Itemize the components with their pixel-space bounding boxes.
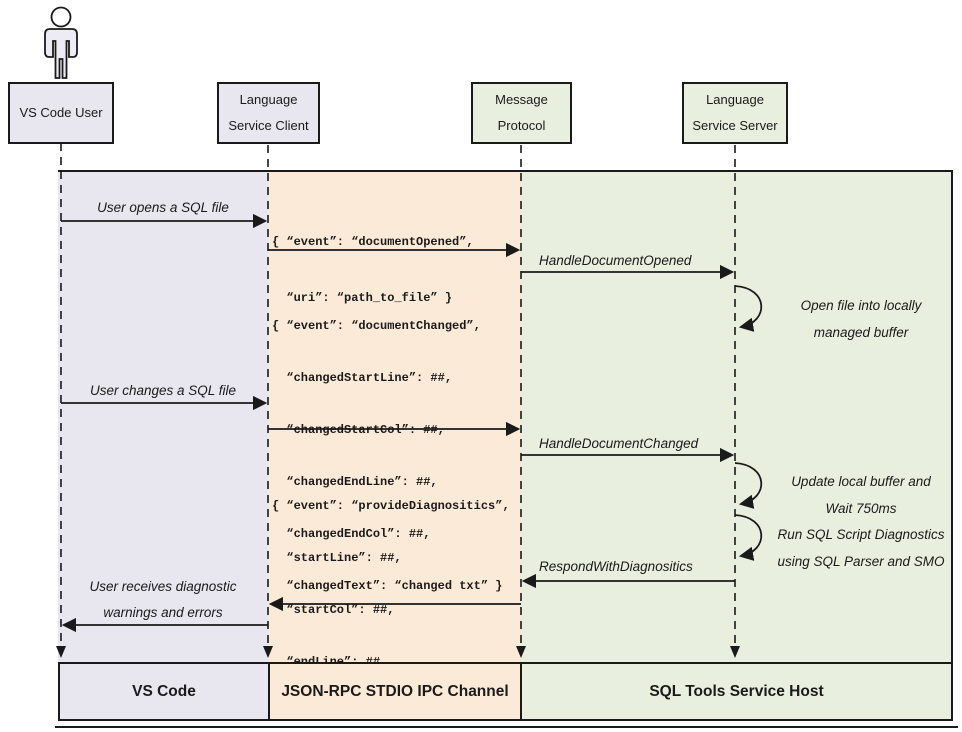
diagram-right-border <box>951 170 953 662</box>
actor-label: Message <box>495 92 548 107</box>
footer-box-service-host: SQL Tools Service Host <box>520 664 951 719</box>
lane-vscode <box>58 171 268 662</box>
payload-document-changed: { “event”: “documentChanged”, “changedSt… <box>272 319 503 593</box>
actor-label: VS Code User <box>19 105 103 120</box>
actor-box-message-protocol: Message Protocol <box>471 82 572 144</box>
note-run-diagnostics: Run SQL Script Diagnostics using SQL Par… <box>777 527 945 569</box>
user-icon <box>44 6 78 79</box>
lane-service-host <box>520 171 953 662</box>
diagram-top-border <box>58 170 953 172</box>
actor-box-language-service-client: Language Service Client <box>217 82 320 144</box>
actor-label: Service Client <box>228 118 309 133</box>
actor-box-language-service-server: Language Service Server <box>682 82 788 144</box>
payload-document-opened: { “event”: “documentOpened”, “uri”: “pat… <box>272 235 474 305</box>
footer-row: VS Code JSON-RPC STDIO IPC Channel SQL T… <box>58 662 953 721</box>
lane-ipc-channel <box>268 171 520 662</box>
label-handle-document-opened: HandleDocumentOpened <box>539 253 692 268</box>
note-update-buffer: Update local buffer and Wait 750ms <box>791 474 931 516</box>
label-user-changes-file: User changes a SQL file <box>89 383 237 398</box>
actor-label: Language <box>239 92 298 107</box>
actor-label: Service Server <box>692 118 778 133</box>
note-open-buffer: Open file into locally managed buffer <box>800 298 922 340</box>
actor-label: Language <box>706 92 764 107</box>
label-respond-with-diagnostics: RespondWithDiagnositics <box>539 559 693 574</box>
actor-label: Protocol <box>497 118 546 133</box>
label-user-opens-file: User opens a SQL file <box>97 200 229 215</box>
footer-box-vscode: VS Code <box>60 664 268 719</box>
footer-box-ipc-channel: JSON-RPC STDIO IPC Channel <box>268 664 520 719</box>
actor-box-vscode-user: VS Code User <box>8 82 114 144</box>
label-user-receives-diagnostics: User receives diagnostic warnings and er… <box>89 579 237 620</box>
bottom-rule <box>55 726 958 728</box>
label-handle-document-changed: HandleDocumentChanged <box>539 436 699 451</box>
